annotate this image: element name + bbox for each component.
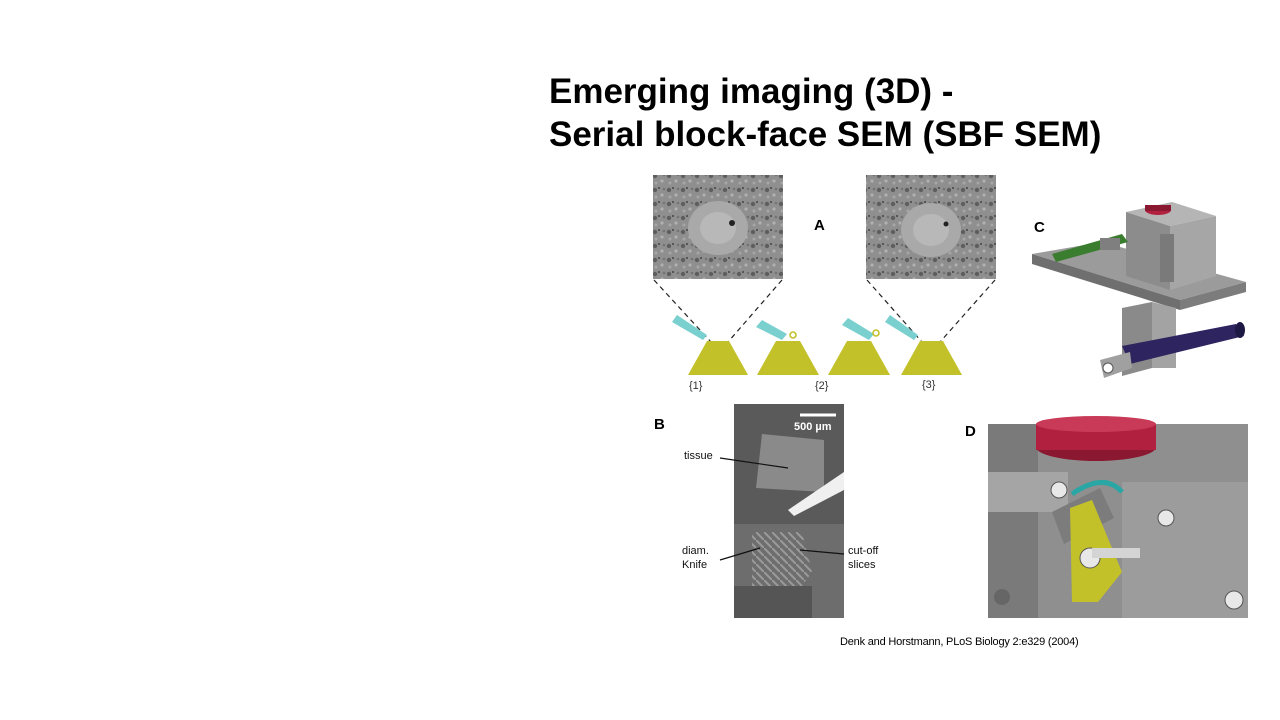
sample-blocks [688,341,962,375]
sample-block-3 [828,341,890,375]
screw-icon [1224,590,1244,610]
navy-rod [1122,324,1244,364]
sample-block-2 [757,341,819,375]
slice-curl-1 [789,331,797,339]
panel-label-d: D [965,423,976,440]
knife-4 [885,315,918,340]
em-image-right [866,175,996,279]
tissue-label: tissue [684,450,713,462]
step-label-1: {1} [689,380,703,392]
title-line-2: Serial block-face SEM (SBF SEM) [549,115,1102,154]
step-label-2: {2} [815,380,829,392]
title-line-1: Emerging imaging (3D) - [549,72,954,111]
panel-c: C [1032,202,1246,378]
slices-label-line1: cut-off [848,545,879,557]
knives [672,315,918,340]
screw-icon [1050,481,1068,499]
cyan-knife [1070,480,1124,497]
slide-title: Emerging imaging (3D) - Serial block-fac… [549,70,1101,156]
knife-label-line1: diam. [682,545,709,557]
sbfsem-figure: A {1} {2} {3} C [652,172,1248,618]
step-label-3: {3} [922,379,936,391]
sample-block-4 [901,341,962,375]
knife-3 [842,318,874,340]
projection-lines [653,279,996,343]
panel-label-a: A [814,217,825,234]
slices-label-line2: slices [848,559,876,571]
citation: Denk and Horstmann, PLoS Biology 2:e329 … [840,636,1079,648]
panel-d: D [965,416,1248,618]
panel-b: B 500 µm tissue diam. Knife cut-off slic… [654,404,879,618]
sample-block-1 [688,341,748,375]
slice-curls [789,329,880,339]
panel-label-c: C [1034,219,1045,236]
panel-a: A {1} {2} {3} [653,175,996,392]
screw-icon [1157,509,1175,527]
panel-label-b: B [654,416,665,433]
knife-1 [672,315,707,340]
knife-2 [756,320,787,340]
scale-bar-label: 500 µm [794,421,832,433]
figure-svg: A {1} {2} {3} C [653,175,1248,618]
em-image-left [653,175,783,279]
slice-curl-2 [872,329,880,337]
knife-label-line2: Knife [682,559,707,571]
